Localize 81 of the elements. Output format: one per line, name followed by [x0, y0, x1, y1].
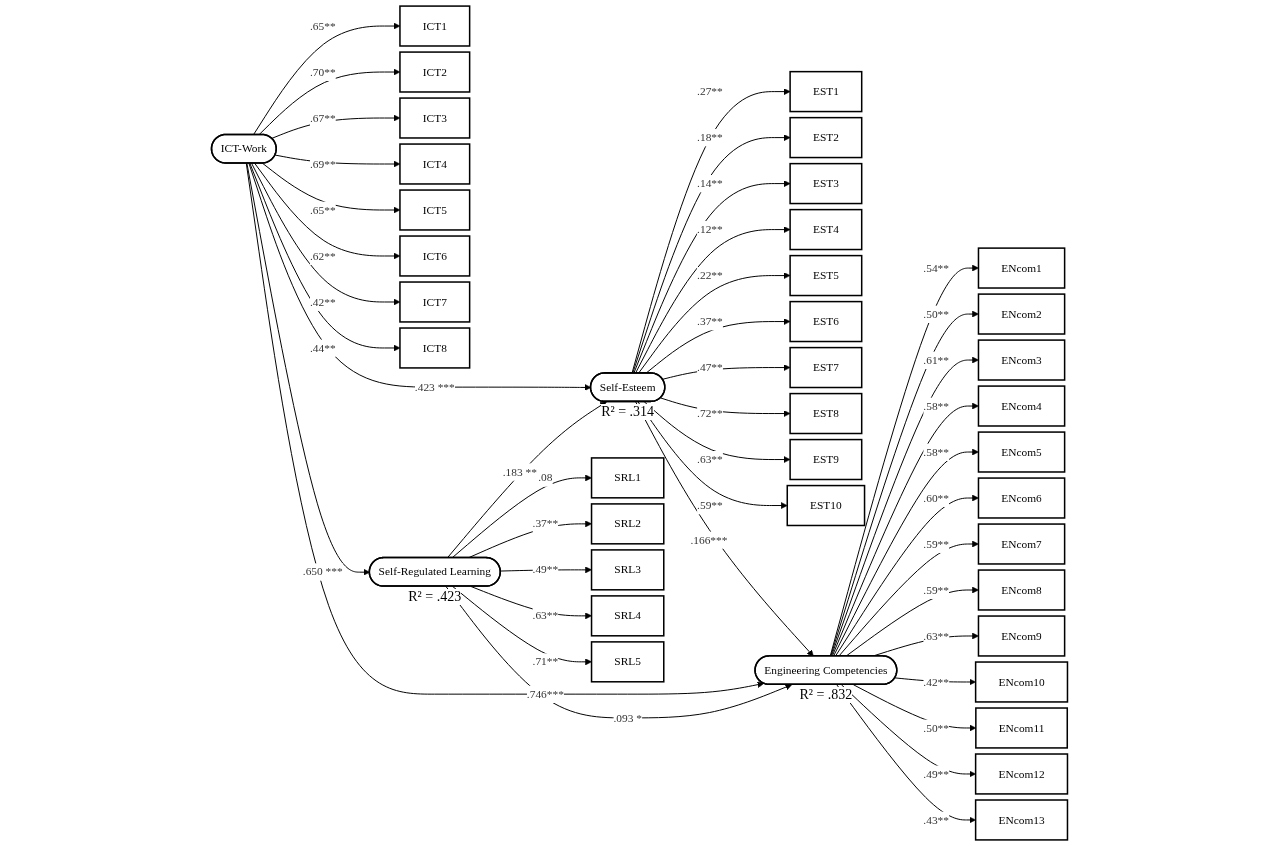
- node-box: ENcom3: [977, 339, 1066, 381]
- node-box: ICT6: [399, 235, 471, 277]
- node-box: ENcom1: [977, 247, 1066, 289]
- node-box: SRL3: [590, 549, 665, 591]
- edge-label: .58**: [923, 399, 950, 412]
- edge-label: .69**: [309, 157, 336, 170]
- node-box: SRL2: [590, 503, 665, 545]
- edge-label: .12**: [697, 223, 723, 236]
- edge-label: .27**: [697, 85, 723, 98]
- node-box: ICT1: [399, 5, 471, 47]
- edge-label: .63**: [697, 453, 723, 466]
- edge-label: .62**: [309, 249, 336, 262]
- edge-label: .650 ***: [302, 565, 343, 578]
- edge-label: .14**: [697, 177, 723, 190]
- edge-label: .746***: [526, 687, 564, 701]
- edge-label: .42**: [923, 675, 950, 688]
- node-box: EST4: [789, 208, 863, 251]
- node-box: ENcom5: [977, 431, 1066, 473]
- edge-label: .67**: [309, 111, 336, 124]
- node-box: EST1: [789, 70, 863, 113]
- node-box: ENcom7: [977, 523, 1066, 565]
- node-box: EST5: [789, 254, 863, 297]
- node-box: EST7: [789, 346, 863, 389]
- edge-label: .60**: [923, 491, 950, 504]
- node-box: EST10: [786, 484, 866, 527]
- edge-label: .49**: [532, 563, 559, 576]
- edge-label: .18**: [697, 131, 723, 144]
- node-box: EST2: [789, 116, 863, 159]
- node-box: ENcom6: [977, 477, 1066, 519]
- edge-label: .59**: [923, 537, 950, 550]
- edge-label: .59**: [697, 499, 723, 512]
- node-box: SRL5: [590, 641, 665, 683]
- edge-label: .47**: [697, 361, 723, 374]
- r-squared-label: R² = .832: [799, 687, 853, 704]
- node-box: ICT3: [399, 97, 471, 139]
- edge-label: .22**: [697, 269, 723, 282]
- edge-label: .58**: [923, 445, 950, 458]
- node-box: EST3: [789, 162, 863, 205]
- edge-label: .72**: [697, 407, 723, 420]
- edge-label: .49**: [923, 767, 950, 780]
- node-box: ENcom11: [975, 707, 1068, 749]
- edge-label: .183 **: [502, 465, 537, 478]
- edge-label: .61**: [923, 353, 950, 366]
- node-box: ICT5: [399, 189, 471, 231]
- edge-label: .44**: [309, 341, 336, 354]
- edge-label: .63**: [532, 609, 559, 622]
- node-box: ENcom10: [974, 661, 1069, 703]
- node-box: ICT8: [399, 327, 471, 369]
- edge-label: .50**: [923, 307, 950, 320]
- node-box: SRL4: [590, 595, 665, 637]
- node-box: SRL1: [590, 457, 665, 499]
- edge-label: .37**: [532, 517, 559, 530]
- edge-label: .70**: [309, 65, 336, 78]
- node-box: ENcom12: [974, 753, 1069, 795]
- edge-label: .65**: [309, 203, 336, 216]
- r-squared-label: R² = .423: [408, 589, 462, 606]
- edge-label: .08: [538, 471, 553, 484]
- node-box: EST8: [789, 392, 863, 435]
- node-box: ICT2: [399, 51, 471, 93]
- edge-label: .71**: [532, 655, 559, 668]
- edge-label: .50**: [923, 721, 950, 734]
- edge-label: .54**: [923, 261, 950, 274]
- node-box: EST9: [789, 438, 863, 481]
- edge-label: .166***: [690, 533, 728, 546]
- node-box: ENcom8: [977, 569, 1066, 611]
- node-box: ENcom4: [977, 385, 1066, 427]
- edge-label: .423 ***: [414, 380, 455, 394]
- edge-label: .65**: [309, 19, 336, 32]
- node-box: ENcom2: [977, 293, 1066, 335]
- edge-label: .42**: [309, 295, 336, 308]
- edge-label: .093 *: [613, 711, 642, 724]
- edge-label: .43**: [923, 813, 950, 826]
- edge-label: .37**: [697, 315, 723, 328]
- edge-label: .59**: [923, 583, 950, 596]
- node-box: ICT7: [399, 281, 471, 323]
- edge-label: .63**: [923, 629, 950, 642]
- r-squared-label: R² = .314: [601, 404, 655, 421]
- node-box: ENcom13: [974, 799, 1069, 841]
- node-box: ICT4: [399, 143, 471, 185]
- node-box: EST6: [789, 300, 863, 343]
- node-box: ENcom9: [977, 615, 1066, 657]
